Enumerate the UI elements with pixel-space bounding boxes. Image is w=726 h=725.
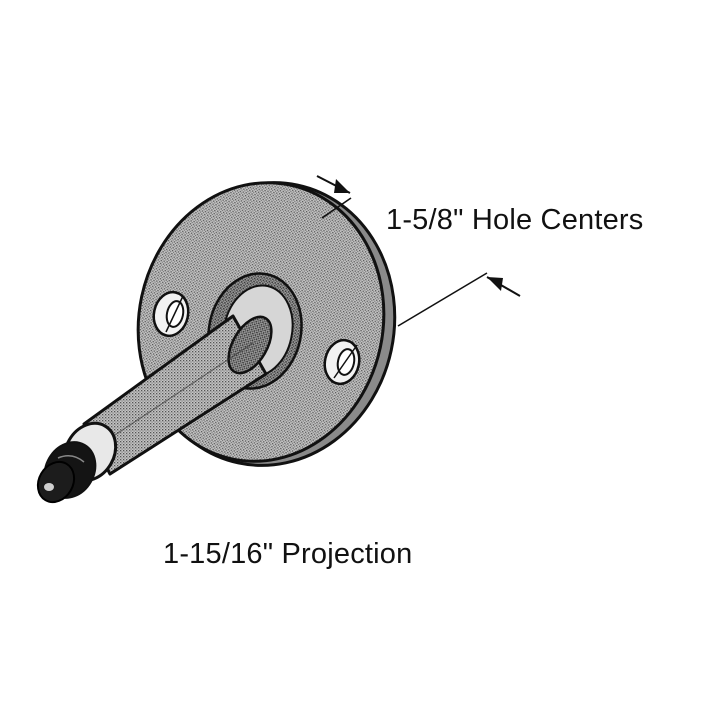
projection-label: 1-15/16" Projection xyxy=(163,538,413,570)
post xyxy=(82,314,273,476)
hole-centers-label: 1-5/8" Hole Centers xyxy=(386,204,644,236)
dimension-hole-centers xyxy=(316,175,521,327)
tip-cap xyxy=(36,421,118,504)
screw-hole-right xyxy=(323,338,361,386)
screw-hole-left xyxy=(152,290,190,338)
